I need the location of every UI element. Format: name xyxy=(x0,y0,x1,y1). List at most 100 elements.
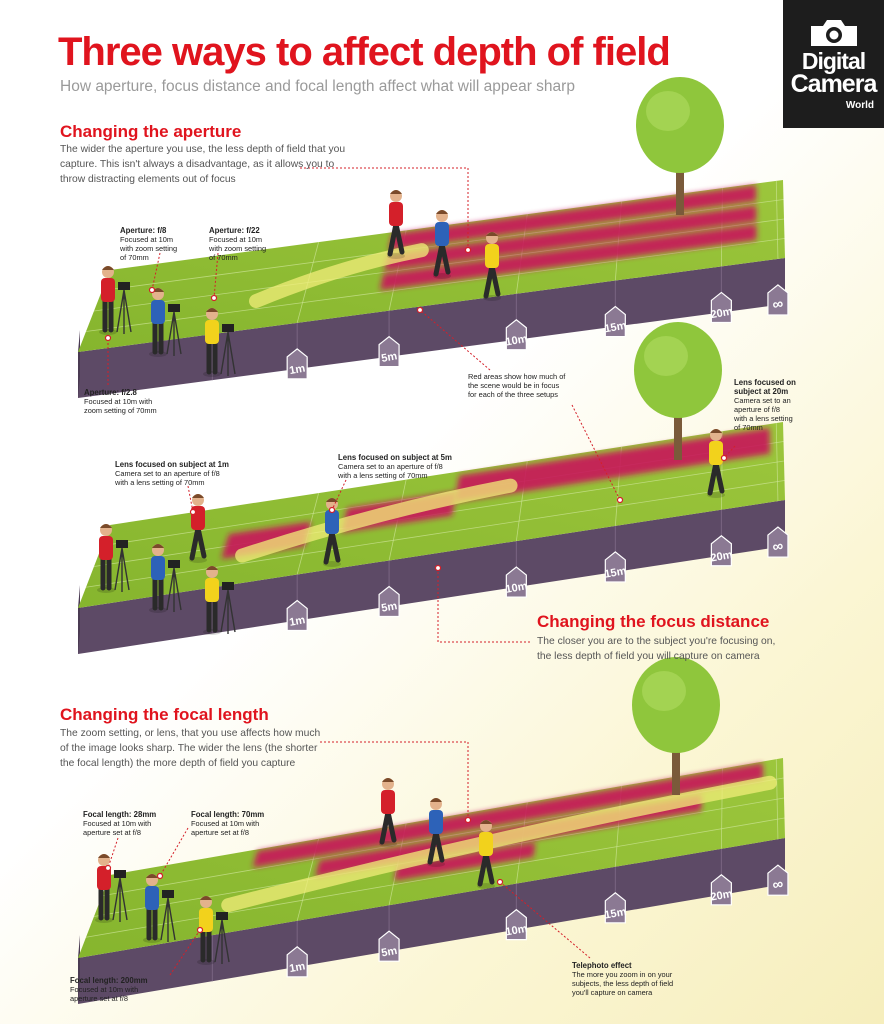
camera-icon xyxy=(811,20,857,46)
photographer-f2-8 xyxy=(99,266,132,335)
tripod xyxy=(114,547,130,592)
leader-focal-text xyxy=(320,741,469,820)
person-hair xyxy=(102,266,114,270)
marker-tab xyxy=(710,874,732,906)
marker-tab xyxy=(604,551,626,583)
person-legs xyxy=(206,597,218,633)
distance-marker-1: 5m xyxy=(378,335,400,368)
person-shirt xyxy=(101,278,115,302)
person-legs xyxy=(102,297,114,333)
distance-marker-3: 15m xyxy=(604,892,628,924)
brand-logo: Digital Camera World xyxy=(783,0,884,128)
distance-marker-3: 15m xyxy=(604,305,628,338)
marker-tab xyxy=(604,305,626,338)
leader-70mm-dot xyxy=(156,872,164,880)
marker-label: 1m xyxy=(288,614,306,629)
distance-marker-2: 10m xyxy=(505,318,529,351)
person-legs xyxy=(323,529,341,565)
platform-side xyxy=(78,838,785,1004)
aperture-text: The wider the aperture you use, the less… xyxy=(60,144,346,185)
person-hair xyxy=(436,210,448,214)
person-legs xyxy=(379,809,397,845)
marker-tab xyxy=(505,908,527,941)
photographer-f8 xyxy=(149,288,182,357)
camera-icon xyxy=(118,282,130,290)
person-hair xyxy=(390,190,402,194)
leader-f22 xyxy=(213,252,219,299)
person-shirt xyxy=(205,320,219,344)
marker-label: 1m xyxy=(288,960,306,975)
camera-icon xyxy=(168,304,180,312)
camera-icon xyxy=(216,912,228,920)
page-title: Three ways to affect depth of field xyxy=(58,30,671,74)
leader-200mm xyxy=(169,929,201,976)
person-legs xyxy=(477,851,495,887)
person-shirt xyxy=(389,202,403,226)
distance-marker-5: ∞ xyxy=(767,284,789,316)
distance-marker-4: 20m xyxy=(710,291,734,324)
tree xyxy=(632,657,720,795)
person-shadow xyxy=(149,607,167,613)
camera-icon xyxy=(222,582,234,590)
person-hair xyxy=(152,544,164,548)
person-legs xyxy=(200,927,212,963)
page-subtitle: How aperture, focus distance and focal l… xyxy=(60,78,575,95)
platform-side xyxy=(78,258,785,398)
person-shadow xyxy=(149,351,167,357)
focus-zone-20m xyxy=(454,427,771,502)
tripod xyxy=(112,877,128,922)
person-shadow xyxy=(97,587,115,593)
subject-blue xyxy=(427,798,445,867)
person-shirt xyxy=(151,300,165,324)
photographer-28mm xyxy=(95,854,128,923)
marker-tab xyxy=(505,566,527,598)
focus-heading: Changing the focus distance xyxy=(537,612,770,631)
subject-blue xyxy=(323,498,341,567)
platform-end xyxy=(78,935,80,1004)
marker-label: ∞ xyxy=(771,537,785,556)
person-hair xyxy=(152,288,164,292)
photographer-figure xyxy=(95,854,113,923)
photographer-200mm xyxy=(197,896,230,965)
person-legs xyxy=(707,460,725,496)
person-shirt xyxy=(325,510,339,534)
tripod xyxy=(214,919,230,964)
leader-28mm xyxy=(107,837,119,869)
person-hair xyxy=(480,820,492,824)
marker-tab xyxy=(286,348,308,380)
person-hair xyxy=(710,429,722,433)
camera-icon xyxy=(114,870,126,878)
distance-marker-1: 5m xyxy=(378,585,400,618)
person-legs xyxy=(152,319,164,355)
subject-blue xyxy=(433,210,451,279)
leader-red-areas-dot xyxy=(416,306,424,314)
marker-tab xyxy=(378,930,400,962)
tree-highlight xyxy=(644,336,688,376)
leader-aperture-text xyxy=(300,167,469,250)
leader-200mm-dot xyxy=(196,926,204,934)
marker-label: 15m xyxy=(604,565,628,581)
tripod xyxy=(166,311,182,356)
person-legs xyxy=(433,241,451,277)
grid-line xyxy=(85,238,785,332)
tree-trunk xyxy=(674,390,682,460)
lens-beam xyxy=(221,775,777,913)
person-shirt xyxy=(435,222,449,246)
person-hair xyxy=(382,778,394,782)
camera-icon xyxy=(222,324,234,332)
person-hair xyxy=(146,874,158,878)
focus-text: The closer you are to the subject you're… xyxy=(537,636,776,662)
marker-tab xyxy=(710,534,732,567)
focal-heading: Changing the focal length xyxy=(60,705,269,724)
distance-marker-0: 1m xyxy=(286,599,308,632)
tripod xyxy=(220,331,236,376)
distance-marker-5: ∞ xyxy=(767,864,789,896)
grid-line xyxy=(85,480,785,588)
person-shadow xyxy=(95,917,113,923)
photographer-figure xyxy=(149,288,167,357)
leader-focus-text-dot xyxy=(434,564,442,572)
